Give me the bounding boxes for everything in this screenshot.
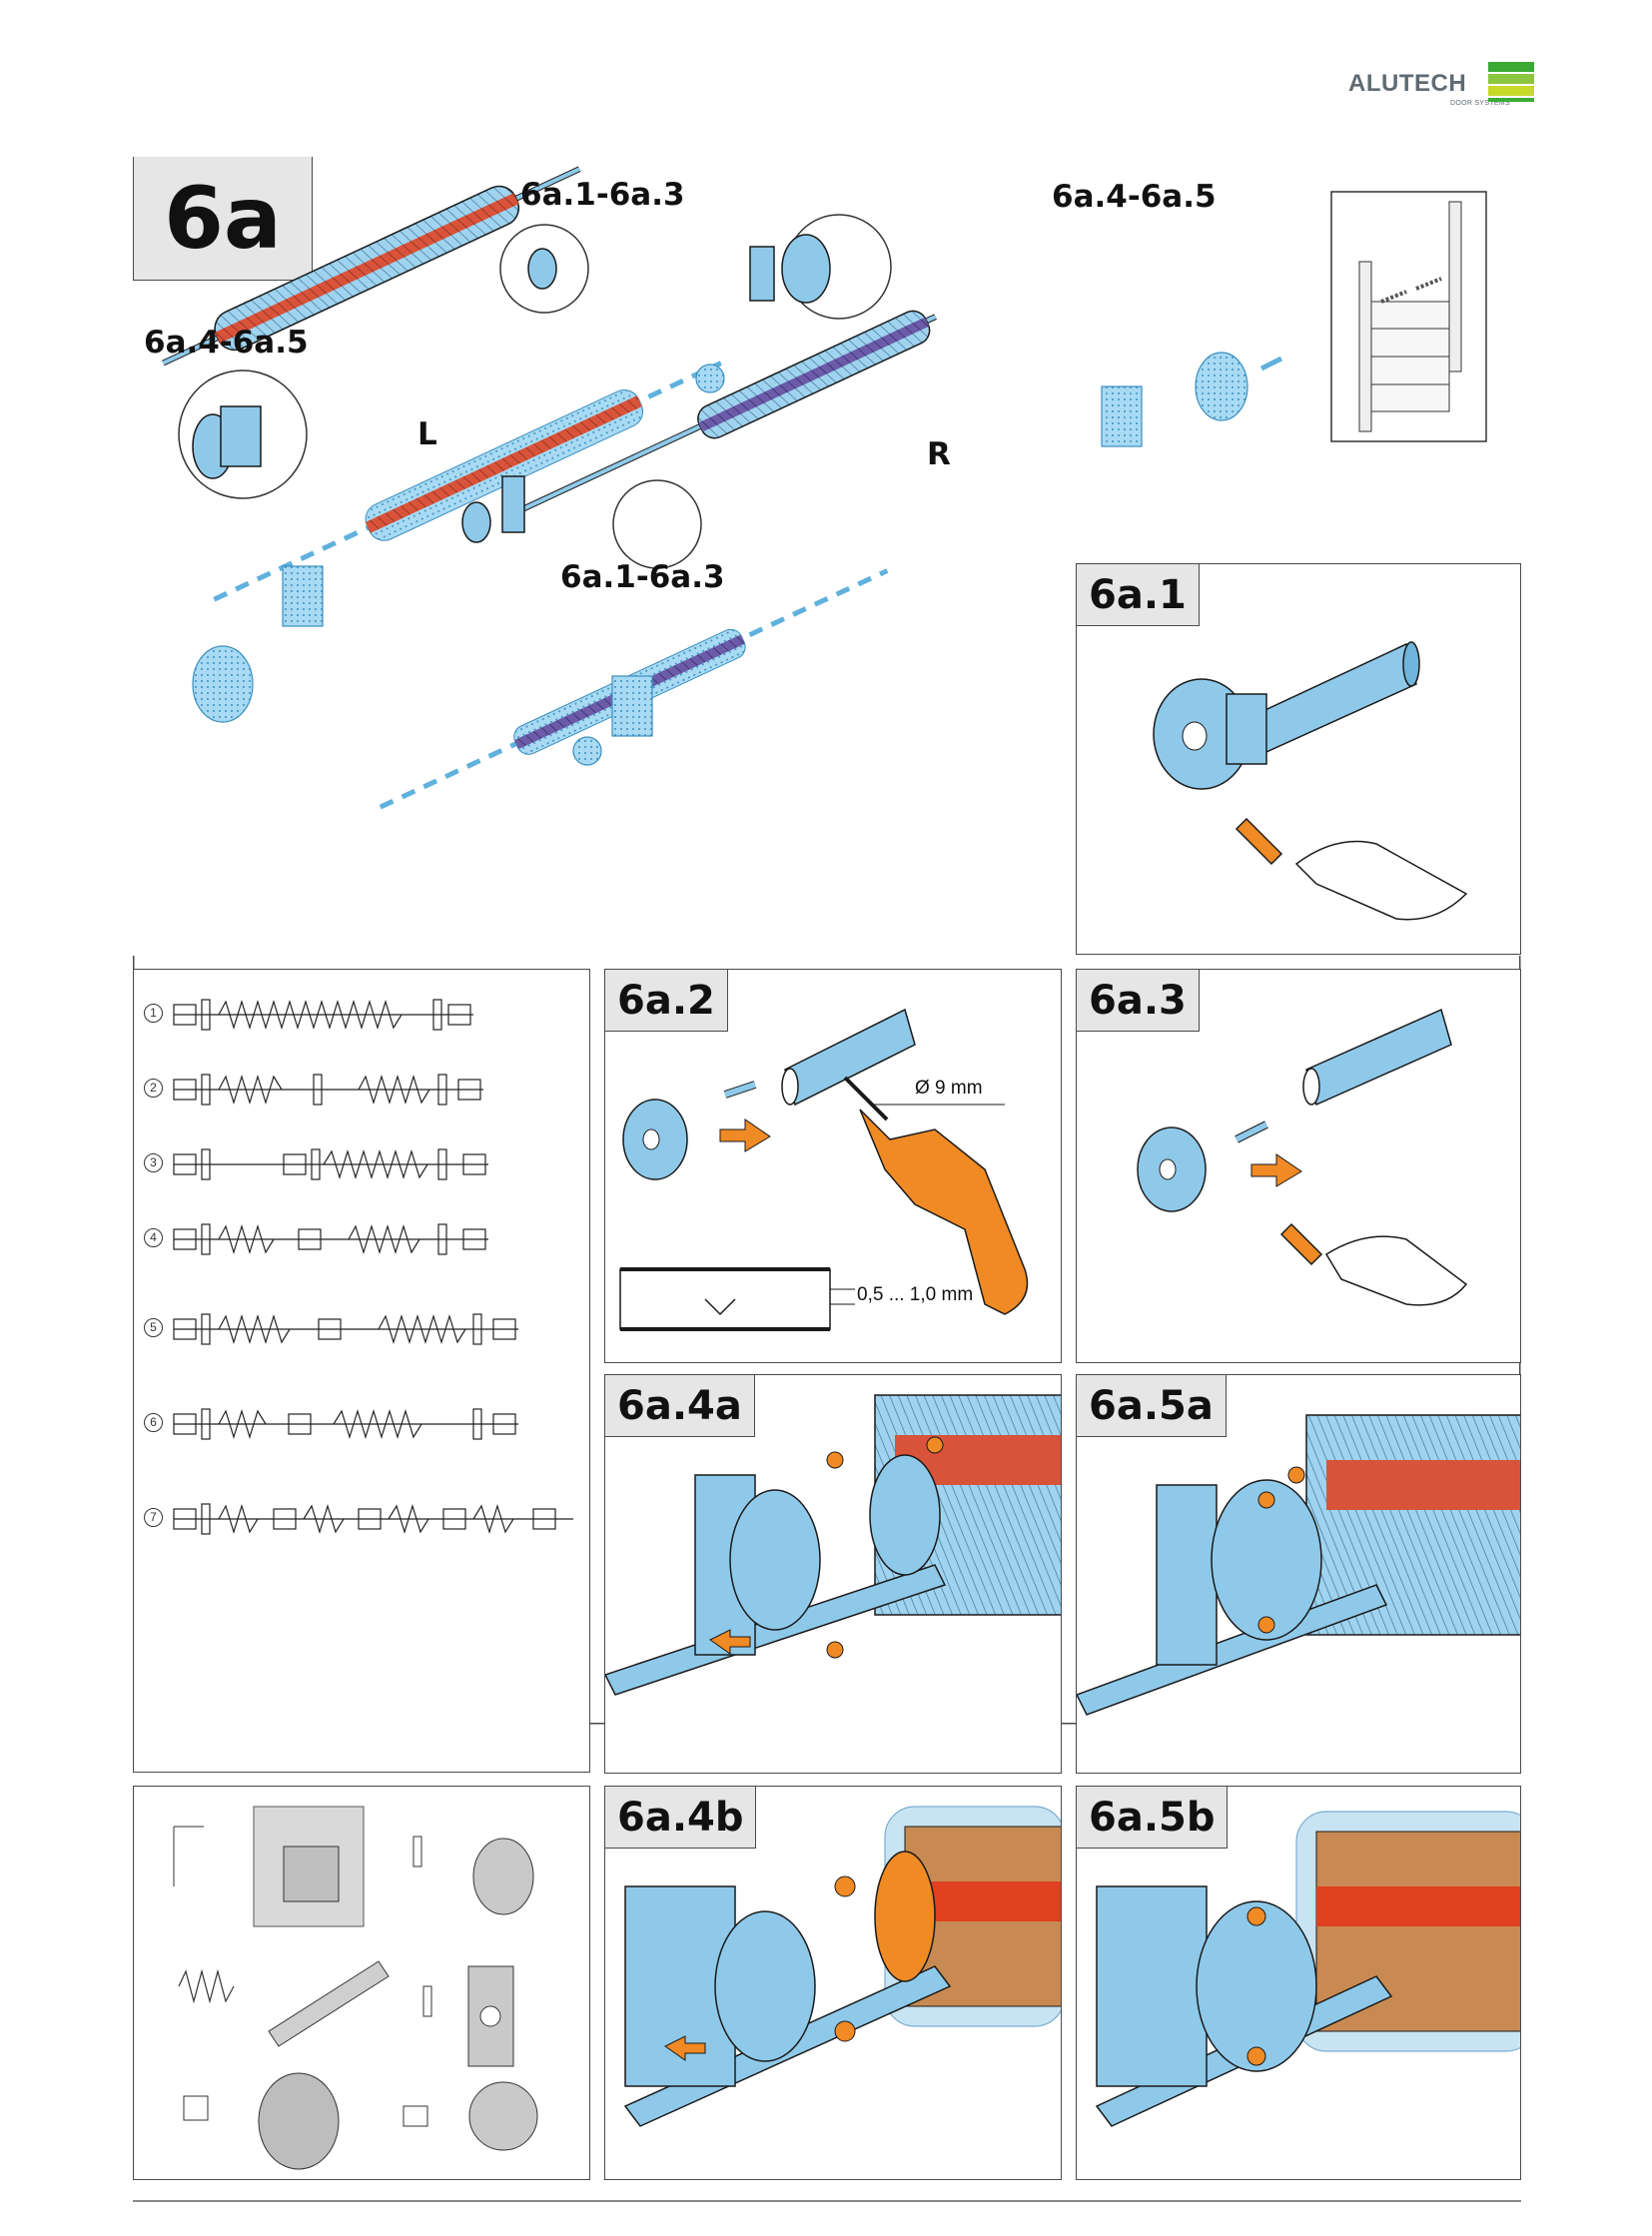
- illustration-6a1: [1153, 641, 1468, 921]
- step-label-6a4b: 6a.4b: [605, 1787, 757, 1849]
- illustration-6a5b: [1095, 1811, 1520, 2127]
- panel-parts-overview: [133, 1786, 590, 2180]
- step-label-6a5a: 6a.5a: [1077, 1375, 1227, 1437]
- config-number-4: 4: [144, 1228, 163, 1247]
- logo-stripes: [1488, 62, 1534, 108]
- config-row-4: [173, 1223, 488, 1255]
- callout-right-bottom: 6a.1-6a.3: [560, 559, 725, 595]
- config-row-7: [173, 1503, 573, 1535]
- callout-left-top: 6a.1-6a.3: [520, 177, 685, 213]
- panel-6a3: 6a.3: [1076, 969, 1521, 1363]
- config-number-5: 5: [144, 1318, 163, 1337]
- illustration-6a5a: [1077, 1414, 1520, 1716]
- config-number-1: 1: [144, 1004, 163, 1023]
- spring-assembly-illustration: [162, 166, 1487, 810]
- illustration-6a3: [1137, 1008, 1468, 1306]
- step-label-6a5b: 6a.5b: [1077, 1787, 1229, 1849]
- door-thumbnail: [1330, 191, 1487, 442]
- panel-6a5b: 6a.5b: [1076, 1786, 1521, 2180]
- config-row-3: [173, 1148, 488, 1180]
- drill-depth-label: 0,5 ... 1,0 mm: [857, 1284, 974, 1305]
- step-label-6a3: 6a.3: [1077, 970, 1200, 1032]
- step-label-6a1: 6a.1: [1077, 564, 1200, 626]
- right-spring-assembled: [517, 310, 937, 514]
- zoom-circle-right-bottom: [612, 479, 702, 569]
- config-number-7: 7: [144, 1508, 163, 1527]
- side-label-right: R: [927, 436, 951, 472]
- panel-6a4a: 6a.4a: [604, 1374, 1062, 1774]
- alutech-logo: ALUTECH DOOR SYSTEMS: [1348, 62, 1548, 112]
- config-row-6: [173, 1408, 518, 1440]
- spring-config-diagrams: [173, 999, 573, 1535]
- illustration-6a4b: [623, 1806, 1061, 2127]
- illustration-6a2: [619, 1008, 1029, 1331]
- step-label-6a2: 6a.2: [605, 970, 728, 1032]
- config-number-2: 2: [144, 1079, 163, 1098]
- zoom-circle-left-bottom: [178, 370, 308, 499]
- drill-diameter-label: Ø 9 mm: [915, 1078, 983, 1099]
- config-row-1: [173, 999, 473, 1031]
- side-label-left: L: [417, 416, 437, 452]
- page-bottom-rule: [133, 2200, 1521, 2202]
- depth-cross-section: [619, 1267, 855, 1331]
- callout-left-side: 6a.4-6a.5: [144, 325, 309, 361]
- panel-6a1: 6a.1: [1076, 563, 1521, 955]
- config-number-3: 3: [144, 1153, 163, 1172]
- illustration-6a4a: [605, 1394, 1061, 1696]
- panel-6a2: 6a.2 Ø 9 mm 0,5 ... 1,0 mm: [604, 969, 1062, 1363]
- logo-tagline: DOOR SYSTEMS: [1450, 100, 1510, 107]
- panel-6a4b: 6a.4b: [604, 1786, 1062, 2180]
- step-label-6a4a: 6a.4a: [605, 1375, 755, 1437]
- left-spring-assembled: [162, 166, 581, 367]
- callout-right-top: 6a.4-6a.5: [1052, 179, 1217, 215]
- logo-brand: ALUTECH: [1348, 70, 1467, 97]
- panel-6a5a: 6a.5a: [1076, 1374, 1521, 1774]
- step-label-6a: 6a: [133, 157, 313, 281]
- panel-spring-configurations: 1 2 3 4 5 6 7: [133, 969, 590, 1773]
- config-row-2: [173, 1074, 483, 1106]
- config-row-5: [173, 1313, 518, 1345]
- parts-icons: [173, 1806, 538, 2170]
- config-number-6: 6: [144, 1413, 163, 1432]
- zoom-circle-left-top: [499, 224, 589, 314]
